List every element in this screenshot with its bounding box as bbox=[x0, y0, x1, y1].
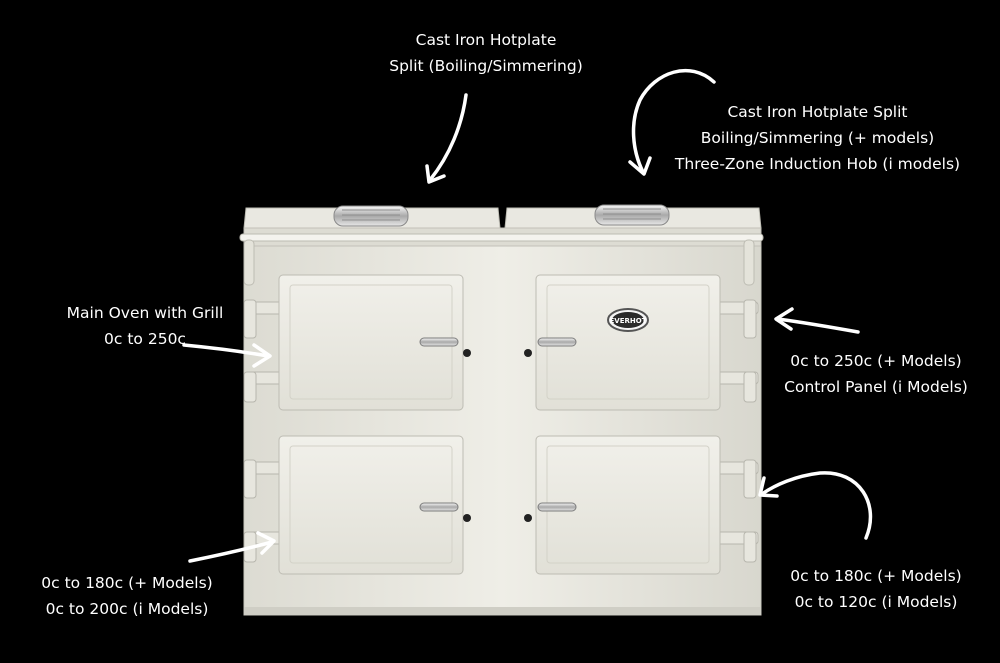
arrow-left-upper bbox=[182, 343, 272, 368]
arrow-right-lower bbox=[758, 471, 873, 540]
annotation-line: Cast Iron Hotplate bbox=[415, 31, 557, 49]
oven-door-bottom-left bbox=[278, 435, 464, 575]
towel-rail bbox=[239, 227, 764, 286]
lid-handle-left bbox=[333, 205, 409, 227]
annotation-top-right: Cast Iron Hotplate Split Boiling/Simmeri… bbox=[670, 99, 965, 177]
annotation-left-upper: Main Oven with Grill 0c to 250c bbox=[42, 300, 248, 352]
annotation-line: 0c to 180c (+ Models) bbox=[790, 567, 962, 585]
arrow-left-lower bbox=[188, 531, 276, 563]
annotation-line: 0c to 180c (+ Models) bbox=[41, 574, 213, 592]
oven-door-top-right bbox=[535, 274, 721, 411]
annotation-right-upper: 0c to 250c (+ Models) Control Panel (i M… bbox=[776, 348, 976, 400]
annotation-line: Split (Boiling/Simmering) bbox=[389, 57, 583, 75]
door-latches bbox=[419, 337, 577, 522]
annotation-left-lower: 0c to 180c (+ Models) 0c to 200c (i Mode… bbox=[27, 570, 227, 622]
annotation-right-lower: 0c to 180c (+ Models) 0c to 120c (i Mode… bbox=[776, 563, 976, 615]
annotation-line: Three-Zone Induction Hob (i models) bbox=[674, 155, 961, 173]
badge-text: EVERHOT bbox=[610, 317, 647, 325]
annotation-line: 0c to 250c (+ Models) bbox=[790, 352, 962, 370]
oven-door-top-left bbox=[278, 274, 464, 411]
annotation-line: Control Panel (i Models) bbox=[784, 378, 968, 396]
annotation-line: 0c to 120c (i Models) bbox=[794, 593, 958, 611]
arrow-top-right bbox=[628, 68, 716, 176]
arrow-right-upper bbox=[774, 307, 860, 334]
annotation-line: Cast Iron Hotplate Split bbox=[727, 103, 908, 121]
arrow-top-center bbox=[425, 93, 468, 184]
annotation-line: 0c to 250c bbox=[104, 330, 186, 348]
annotation-line: 0c to 200c (i Models) bbox=[45, 600, 209, 618]
annotation-line: Boiling/Simmering (+ models) bbox=[700, 129, 935, 147]
annotation-line: Main Oven with Grill bbox=[66, 304, 224, 322]
annotation-top-center: Cast Iron Hotplate Split (Boiling/Simmer… bbox=[370, 27, 602, 79]
lid-handle-right bbox=[594, 204, 670, 226]
everhot-badge: EVERHOT bbox=[607, 308, 649, 332]
